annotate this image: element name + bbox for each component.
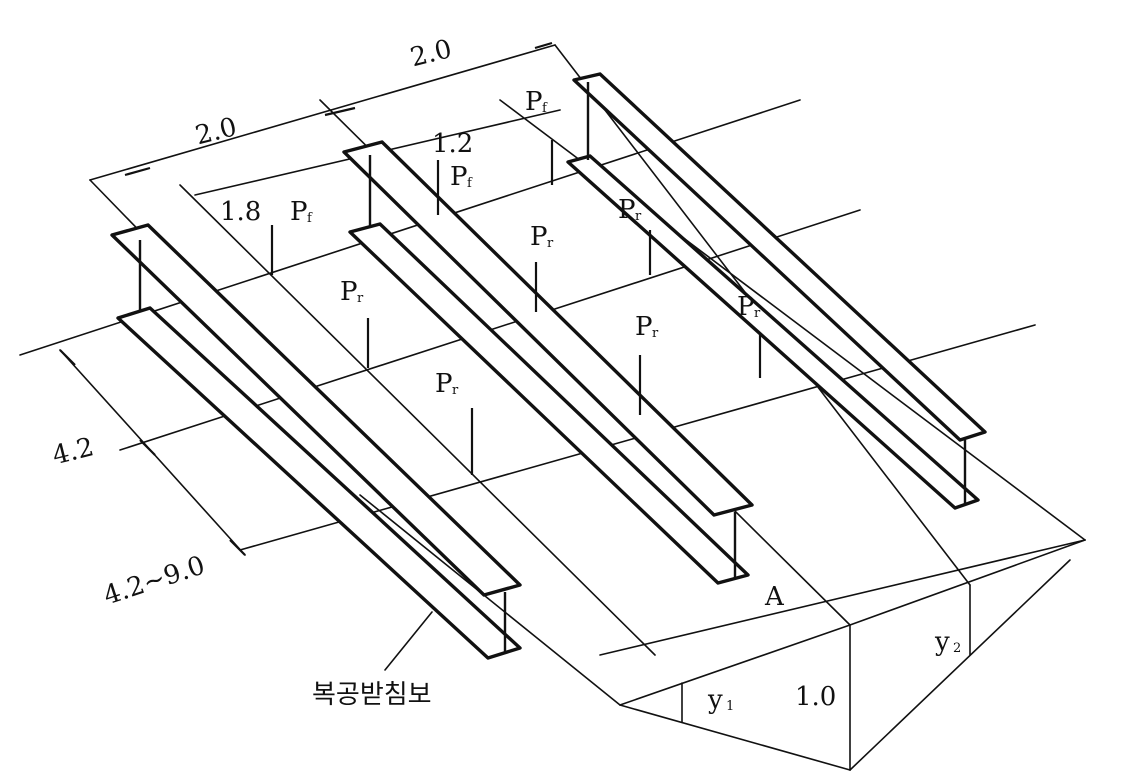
beam-bottom-flange [566, 154, 980, 510]
svg-text:r: r [357, 291, 364, 306]
dim-wheel-left: 1.8 [220, 197, 261, 227]
beam-top-flange [110, 223, 522, 597]
dim-axle: 4.2 [49, 432, 96, 471]
beam-right [566, 72, 987, 510]
influence-line-block [619, 539, 1086, 771]
dimension-left [59, 41, 553, 556]
beam-label: 복공받침보 [312, 680, 432, 710]
svg-text:1: 1 [726, 699, 734, 714]
dim-top-left: 2.0 [192, 112, 239, 151]
svg-text:P: P [450, 162, 468, 192]
svg-text:r: r [635, 209, 642, 224]
wheel-loads [270, 140, 762, 475]
svg-text:f: f [307, 211, 313, 226]
dimension-tick [229, 539, 246, 556]
svg-text:r: r [652, 326, 659, 341]
svg-text:P: P [290, 197, 308, 227]
svg-text:P: P [530, 222, 548, 252]
beam-middle [342, 140, 754, 585]
beam-bottom-flange [348, 222, 750, 585]
influence-base-left [619, 704, 851, 771]
svg-text:y: y [707, 685, 723, 715]
beam-label-leader [384, 611, 433, 671]
svg-text:P: P [635, 312, 653, 342]
influence-top [619, 539, 1086, 706]
beam-bottom-flange [116, 306, 522, 660]
dimension-tick [324, 106, 356, 117]
dim-wheel-mid: 1.2 [432, 129, 473, 159]
svg-text:P: P [435, 369, 453, 399]
dimension-tick [534, 41, 553, 50]
influence-base-right [849, 559, 1071, 771]
beam-left [110, 223, 522, 660]
svg-text:2: 2 [953, 641, 961, 656]
top-dimension-line [89, 44, 556, 181]
svg-text:r: r [754, 306, 761, 321]
dimension-tick [139, 439, 156, 456]
dimension-tick [59, 349, 76, 366]
ordinate-unit-label: 1.0 [795, 682, 836, 712]
beam-top-flange [342, 140, 754, 517]
svg-text:P: P [618, 195, 636, 225]
support-top-edge [599, 539, 1086, 656]
wheel-path-2 [179, 184, 656, 656]
point-a-label: A [764, 582, 785, 612]
svg-text:r: r [452, 383, 459, 398]
dimension-tick [124, 166, 151, 177]
svg-text:y: y [934, 627, 950, 657]
svg-text:r: r [547, 236, 554, 251]
svg-text:P: P [340, 277, 358, 307]
svg-text:f: f [542, 101, 548, 116]
svg-text:P: P [525, 87, 543, 117]
wheel-path-6 [359, 494, 621, 706]
dim-axle-range: 4.2~9.0 [100, 551, 209, 612]
svg-text:f: f [467, 176, 473, 191]
beam-top-flange [572, 72, 987, 442]
dim-top-right: 2.0 [407, 34, 454, 73]
svg-text:P: P [737, 292, 755, 322]
